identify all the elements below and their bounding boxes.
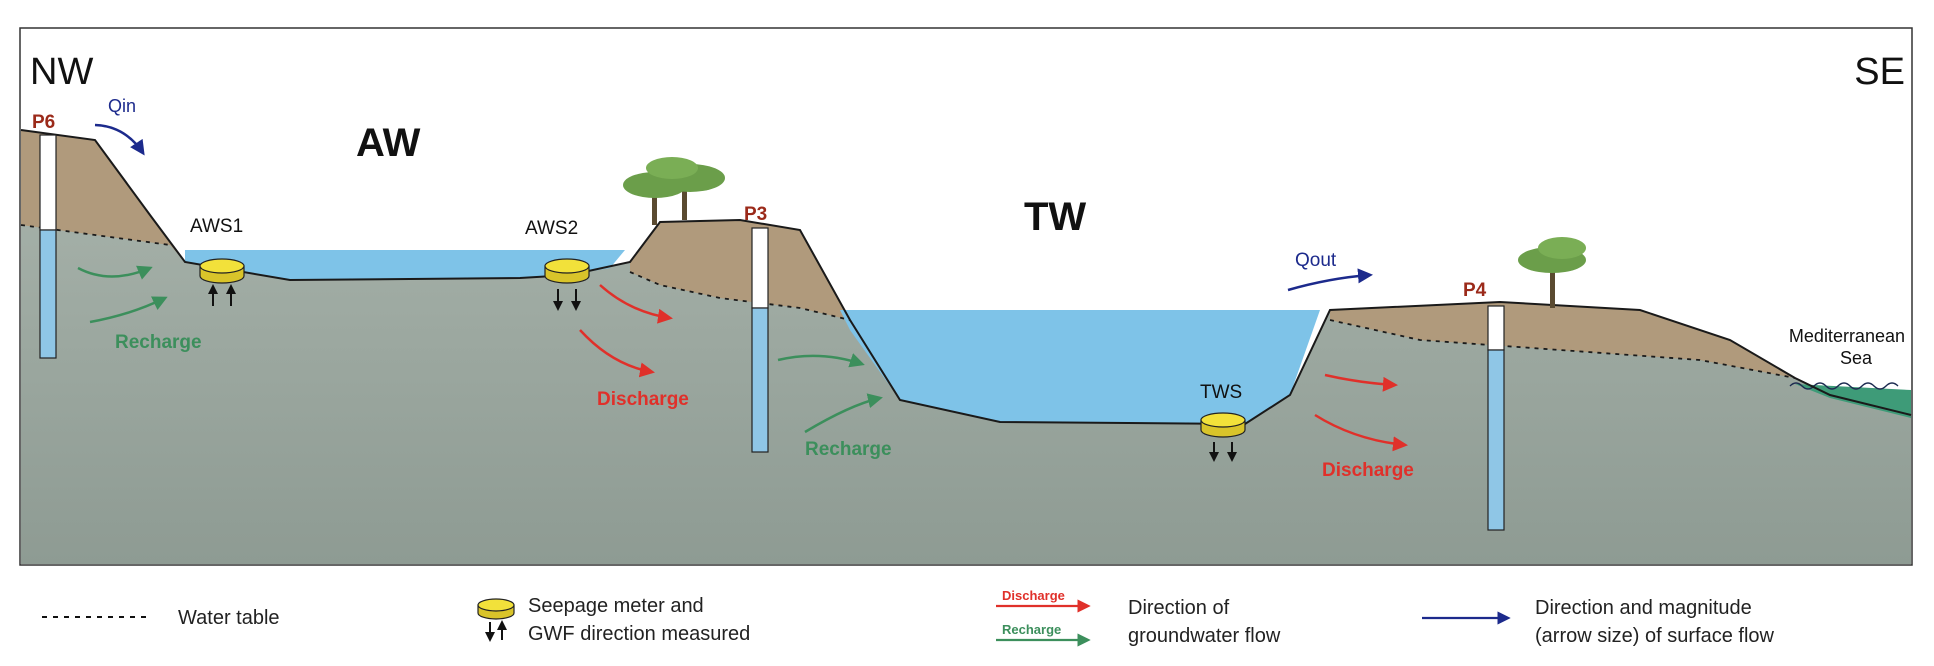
water-table-line: [20, 224, 171, 246]
legend-water-table-label: Water table: [178, 607, 280, 629]
well-p6: [39, 134, 57, 359]
surface-outflow-arrow: [1287, 268, 1373, 292]
sea-waves: [1789, 382, 1899, 390]
discharge-arrow: [1314, 413, 1408, 452]
discharge-arrow: [599, 284, 673, 324]
seepage-meter-aws2: [544, 258, 590, 311]
recharge-arrow: [804, 393, 883, 434]
surface-inflow-label: Qin: [108, 96, 136, 116]
recharge-arrow: [77, 265, 153, 280]
legend-surface-flow-label: (arrow size) of surface flow: [1535, 625, 1775, 647]
seepage-label-tws: TWS: [1200, 382, 1242, 403]
seepage-label-aws2: AWS2: [525, 218, 578, 239]
recharge-label: Recharge: [805, 439, 892, 460]
legend-recharge-tag: Recharge: [1002, 622, 1061, 637]
tree-icon: [1518, 237, 1586, 308]
water-table-line: [629, 271, 851, 321]
well-label-p4: P4: [1463, 280, 1487, 301]
legend-surface-flow-label: Direction and magnitude: [1535, 597, 1752, 619]
sea-label: Sea: [1840, 348, 1873, 368]
soil-right: [1330, 302, 1795, 378]
sea-label: Mediterranean: [1789, 326, 1905, 346]
discharge-label: Discharge: [1322, 460, 1414, 481]
legend-gw-flow-label: Direction of: [1128, 597, 1230, 619]
well-label-p6: P6: [32, 112, 55, 133]
water-table-line: [1329, 319, 1796, 379]
soil-middle: [630, 220, 850, 320]
saturated-ground: [21, 130, 1911, 564]
seepage-meter-tws: [1200, 412, 1246, 462]
soil-left: [21, 130, 185, 262]
tw-water: [840, 310, 1320, 424]
recharge-label: Recharge: [115, 332, 202, 353]
aw-water: [185, 250, 625, 280]
surface-inflow-arrow: [94, 123, 145, 156]
recharge-arrow: [777, 353, 865, 368]
well-label-p3: P3: [744, 204, 767, 225]
direction-se: SE: [1854, 51, 1905, 93]
tw-label: TW: [1024, 195, 1086, 239]
legend-discharge-tag: Discharge: [1002, 588, 1065, 603]
surface-outflow-label: Qout: [1295, 250, 1337, 271]
discharge-arrow: [1324, 373, 1398, 392]
discharge-arrow: [579, 329, 655, 378]
seepage-meter-aws1: [199, 258, 245, 306]
legend-gw-flow-label: groundwater flow: [1128, 625, 1281, 647]
well-p3: [751, 227, 769, 453]
tree-icon: [623, 157, 725, 225]
well-p4: [1487, 305, 1505, 531]
legend-seepage-label: Seepage meter and: [528, 595, 704, 617]
legend-seepage-label: GWF direction measured: [528, 623, 750, 645]
legend-seepage-meter-icon: [477, 598, 515, 642]
aw-label: AW: [356, 121, 421, 165]
discharge-label: Discharge: [597, 389, 689, 410]
direction-nw: NW: [30, 51, 93, 93]
seepage-label-aws1: AWS1: [190, 216, 243, 237]
legend: Water table Seepage meter and GWF direct…: [42, 588, 1775, 647]
recharge-arrow: [89, 296, 168, 324]
